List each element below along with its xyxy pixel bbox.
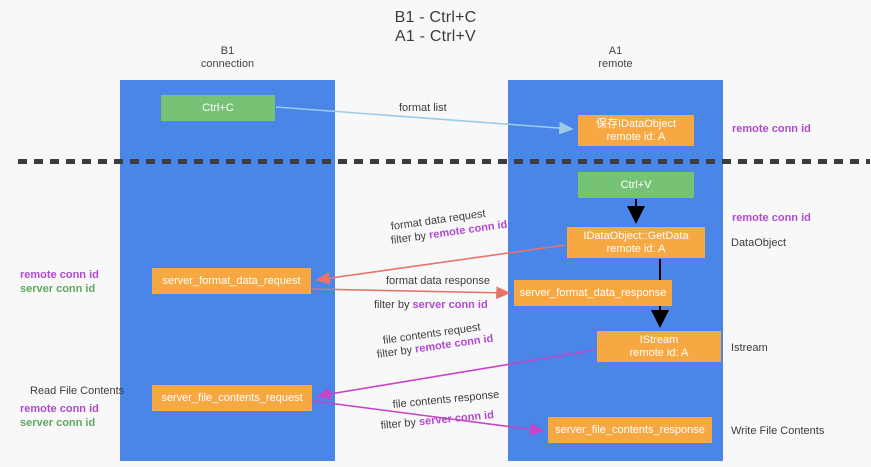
node-save-idataobject[interactable]: 保存IDataObject remote id: A xyxy=(578,115,694,146)
node-istream-sub: remote id: A xyxy=(629,346,689,359)
node-server-format-data-request[interactable]: server_format_data_request xyxy=(152,268,311,294)
node-save-idataobject-label: 保存IDataObject xyxy=(595,117,677,130)
node-ctrl-v-label: Ctrl+V xyxy=(620,178,652,191)
edge-label-filter-server-conn-id-1: filter by server conn id xyxy=(374,298,488,312)
lane-header-a1-name: A1 xyxy=(608,45,623,57)
node-istream[interactable]: IStream remote id: A xyxy=(597,331,721,362)
annotation-left-server-conn-id-2: server conn id xyxy=(20,417,96,429)
node-server-file-contents-response[interactable]: server_file_contents_response xyxy=(548,417,712,443)
annotation-left-remote-conn-id-2: remote conn id xyxy=(20,403,99,415)
node-idataobject-getdata-label: IDataObject::GetData xyxy=(583,229,689,242)
lane-header-a1-role: remote xyxy=(598,58,633,70)
lane-header-b1-role: connection xyxy=(200,58,255,70)
lane-header-b1: B1 connection xyxy=(120,45,335,71)
node-server-file-contents-response-label: server_file_contents_response xyxy=(555,423,705,436)
node-server-format-data-response-label: server_format_data_response xyxy=(519,286,667,299)
annotation-left-conn-ids-1: remote conn id server conn id xyxy=(20,268,99,296)
lane-header-b1-name: B1 xyxy=(220,45,235,57)
annotation-right-istream: Istream xyxy=(731,342,768,354)
annotation-right-remote-conn-id-1: remote conn id xyxy=(732,123,811,135)
edge-label-format-list: format list xyxy=(399,102,447,114)
node-ctrl-c-label: Ctrl+C xyxy=(202,101,234,114)
node-idataobject-getdata-sub: remote id: A xyxy=(606,242,666,255)
annotation-right-remote-conn-id-2: remote conn id xyxy=(732,212,811,224)
filter-by-text-4: filter by xyxy=(380,416,420,432)
annotation-left-server-conn-id-1: server conn id xyxy=(20,283,96,295)
node-server-file-contents-request-label: server_file_contents_request xyxy=(161,391,303,404)
node-server-format-data-response[interactable]: server_format_data_response xyxy=(514,280,672,306)
diagram-title-line-1: B1 - Ctrl+C xyxy=(394,9,477,26)
annotation-right-dataobject: DataObject xyxy=(731,237,787,249)
edge-format-data-response xyxy=(311,286,511,300)
filter-by-text-1: filter by xyxy=(390,229,430,247)
server-conn-id-text-2: server conn id xyxy=(418,409,495,429)
annotation-left-remote-conn-id-1: remote conn id xyxy=(20,269,99,281)
node-idataobject-getdata[interactable]: IDataObject::GetData remote id: A xyxy=(567,227,705,258)
annotation-left-conn-ids-2: remote conn id server conn id xyxy=(20,402,99,430)
server-conn-id-text-1: server conn id xyxy=(412,299,488,311)
annotation-left-read-file-contents: Read File Contents xyxy=(30,385,125,397)
node-server-file-contents-request[interactable]: server_file_contents_request xyxy=(152,385,312,411)
edge-label-filter-server-conn-id-2: filter by server conn id xyxy=(380,408,495,433)
node-ctrl-c[interactable]: Ctrl+C xyxy=(161,95,275,121)
filter-by-text-3: filter by xyxy=(376,343,416,361)
node-istream-label: IStream xyxy=(639,333,679,346)
lane-header-a1: A1 remote xyxy=(508,45,723,71)
section-divider xyxy=(18,159,870,164)
filter-by-text-2: filter by xyxy=(374,299,413,311)
diagram-title-line-2: A1 - Ctrl+V xyxy=(395,28,476,45)
edge-label-format-data-response: format data response xyxy=(386,275,490,287)
node-ctrl-v[interactable]: Ctrl+V xyxy=(578,172,694,198)
annotation-right-write-file-contents: Write File Contents xyxy=(731,425,825,437)
node-server-format-data-request-label: server_format_data_request xyxy=(162,274,301,287)
node-save-idataobject-sub: remote id: A xyxy=(606,130,666,143)
